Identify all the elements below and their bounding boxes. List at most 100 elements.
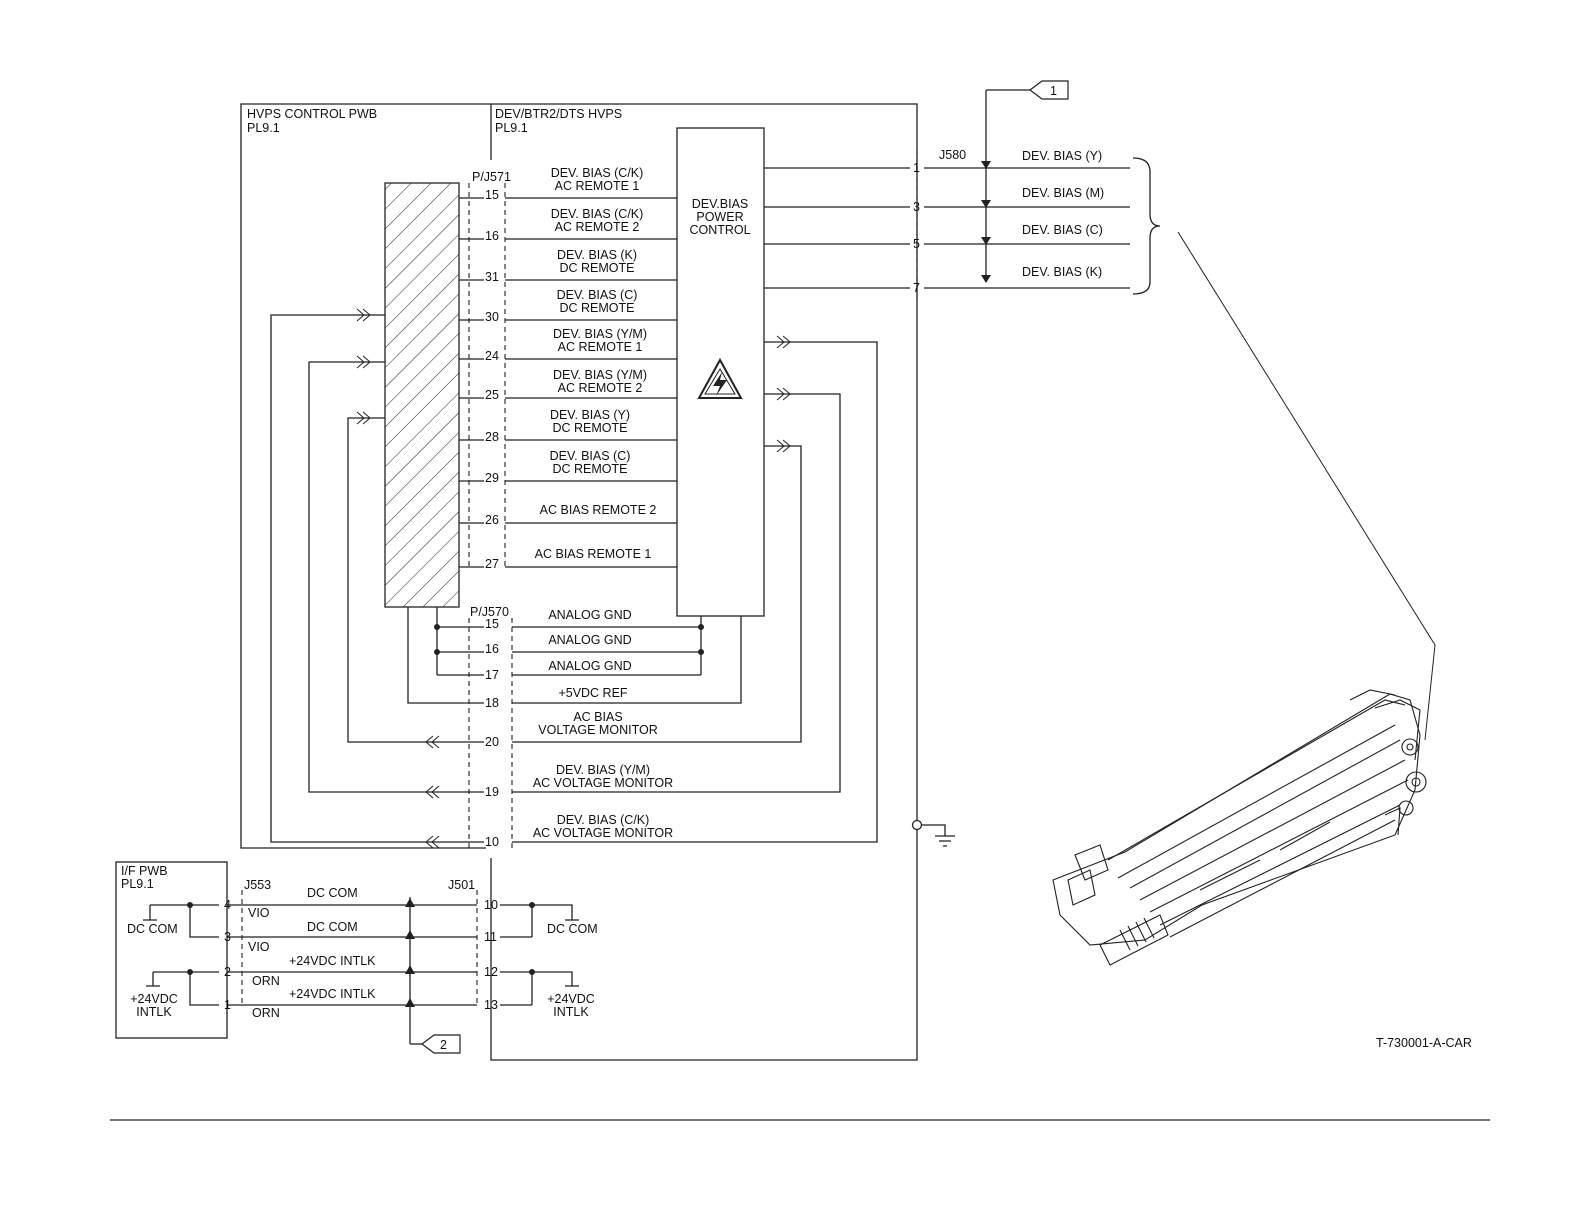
j571-signals: 15 DEV. BIAS (C/K) AC REMOTE 1 16 DEV. B… (459, 166, 677, 571)
pin-number: 28 (485, 430, 499, 444)
pin-number: 24 (485, 349, 499, 363)
signal-label: ANALOG GND (548, 633, 631, 647)
figure-id: T-730001-A-CAR (1376, 1036, 1472, 1050)
signal-label: DC REMOTE (560, 261, 635, 275)
pin-number: 3 (224, 930, 231, 944)
pin-number: 1 (913, 161, 920, 175)
signal-label: DC REMOTE (553, 462, 628, 476)
hvps-control-pwb-block: HVPS CONTROL PWB PL9.1 (240, 103, 486, 849)
dev-bias-power-control: DEV.BIAS POWER CONTROL (676, 127, 765, 617)
callout-2: 2 (421, 1034, 461, 1054)
j571-row: 29 DEV. BIAS (C) DC REMOTE (459, 449, 677, 485)
pin-number: 1 (224, 998, 231, 1012)
signal-label: DC REMOTE (553, 421, 628, 435)
pin-number: 11 (484, 930, 497, 944)
pin-number: 10 (484, 898, 498, 912)
connector-pj571: P/J571 (472, 170, 511, 184)
signal-label: ANALOG GND (548, 659, 631, 673)
connector-pj570: P/J570 (470, 605, 509, 619)
signal-label: DEV. BIAS (C) (557, 288, 638, 302)
signal-label: AC REMOTE 1 (555, 179, 640, 193)
intlk-left-2: INTLK (136, 1005, 172, 1019)
high-voltage-warning-icon (697, 357, 743, 399)
signal-label: DEV. BIAS (C/K) (551, 166, 644, 180)
connector-j580: J580 (939, 148, 966, 162)
intlk-right-1: +24VDC (547, 992, 595, 1006)
signal-label: AC BIAS REMOTE 1 (535, 547, 652, 561)
j571-row: 24 DEV. BIAS (Y/M) AC REMOTE 1 (459, 327, 677, 363)
j571-row: 27 AC BIAS REMOTE 1 (459, 547, 677, 571)
hvps-control-ref: PL9.1 (247, 121, 280, 135)
wire-color: VIO (248, 940, 270, 954)
pin-number: 5 (913, 237, 920, 251)
pin-number: 7 (913, 281, 920, 295)
frame-ground-terminal (911, 819, 923, 831)
j580-outputs: 1 3 5 7 DEV. BIAS (Y) DEV. BIAS (M) DEV.… (764, 80, 1436, 741)
pin-number: 19 (485, 785, 499, 799)
signal-label: AC VOLTAGE MONITOR (533, 826, 673, 840)
j571-row: 30 DEV. BIAS (C) DC REMOTE (459, 288, 677, 324)
control-ic-hatched (384, 182, 460, 608)
leader-line (1177, 231, 1436, 741)
callout-number: 2 (440, 1038, 447, 1052)
power-control-line2: POWER (696, 210, 743, 224)
wire-label: DC COM (307, 886, 358, 900)
pin-number: 15 (485, 188, 499, 202)
signal-label: AC REMOTE 1 (558, 340, 643, 354)
signal-direction-arrows (356, 308, 791, 849)
signal-label: DEV. BIAS (Y) (550, 408, 630, 422)
pin-number: 17 (485, 668, 499, 682)
wire-color: VIO (248, 906, 270, 920)
connector-j501: J501 (448, 878, 475, 892)
pin-number: 29 (485, 471, 499, 485)
dev-hvps-ref: PL9.1 (495, 121, 528, 135)
pin-number: 10 (485, 835, 499, 849)
pin-number: 30 (485, 310, 499, 324)
if-pwb-block: I/F PWB PL9.1 (115, 861, 228, 1039)
signal-label: VOLTAGE MONITOR (538, 723, 657, 737)
pin-number: 31 (485, 270, 499, 284)
signal-label: DEV. BIAS (K) (557, 248, 637, 262)
callout-1: 1 (1029, 80, 1069, 100)
signal-label: AC VOLTAGE MONITOR (533, 776, 673, 790)
dc-com-right: DC COM (547, 922, 598, 936)
developer-unit-illustration (1052, 689, 1427, 966)
pin-number: 16 (485, 229, 499, 243)
signal-label: DEV. BIAS (Y/M) (553, 327, 647, 341)
j571-row: 16 DEV. BIAS (C/K) AC REMOTE 2 (459, 207, 677, 243)
signal-label: DEV. BIAS (C) (550, 449, 631, 463)
signal-label: AC REMOTE 2 (558, 381, 643, 395)
power-control-line1: DEV.BIAS (692, 197, 749, 211)
wire-label: +24VDC INTLK (289, 987, 376, 1001)
signal-label: AC BIAS (573, 710, 622, 724)
pin-number: 27 (485, 557, 499, 571)
power-control-line3: CONTROL (689, 223, 750, 237)
output-brace (1132, 157, 1161, 295)
dev-hvps-title: DEV/BTR2/DTS HVPS (495, 107, 622, 121)
j570-signals: 15 16 17 ANALOG GND ANALOG GND ANALOG GN… (270, 308, 878, 849)
pin-number: 20 (485, 735, 499, 749)
intlk-left-1: +24VDC (130, 992, 178, 1006)
intlk-right-2: INTLK (553, 1005, 589, 1019)
signal-label: DEV. BIAS (Y/M) (553, 368, 647, 382)
pin-number: 13 (484, 998, 498, 1012)
output-label: DEV. BIAS (M) (1022, 186, 1104, 200)
j571-row: 28 DEV. BIAS (Y) DC REMOTE (459, 408, 677, 444)
output-label: DEV. BIAS (K) (1022, 265, 1102, 279)
wire-label: DC COM (307, 920, 358, 934)
signal-label: AC REMOTE 2 (555, 220, 640, 234)
if-pwb-title: I/F PWB (121, 864, 168, 878)
dc-com-left: DC COM (127, 922, 178, 936)
pin-number: 16 (485, 642, 499, 656)
wire-label: +24VDC INTLK (289, 954, 376, 968)
j571-row: 26 AC BIAS REMOTE 2 (459, 503, 677, 527)
pin-number: 12 (484, 965, 498, 979)
signal-label: AC BIAS REMOTE 2 (540, 503, 657, 517)
connector-j553: J553 (244, 878, 271, 892)
output-label: DEV. BIAS (Y) (1022, 149, 1102, 163)
signal-label: DEV. BIAS (C/K) (557, 813, 650, 827)
if-pwb-ref: PL9.1 (121, 877, 154, 891)
pin-number: 3 (913, 200, 920, 214)
signal-label: +5VDC REF (558, 686, 627, 700)
